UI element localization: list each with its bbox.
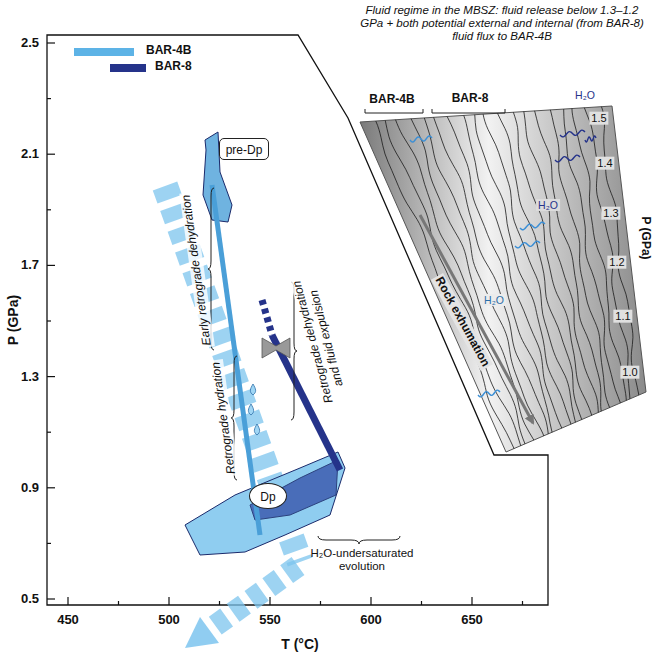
stage-label: H₂O-undersaturated evolution [299, 547, 425, 573]
foliation-line [472, 99, 576, 440]
foliation-line [545, 95, 617, 422]
y-tick [47, 543, 51, 544]
foliation-line [508, 97, 595, 431]
axis-title: P (GPa) [638, 214, 652, 261]
x-tick [219, 601, 220, 605]
foliation-line [366, 105, 523, 466]
droplet [254, 424, 259, 435]
pressure-tick: 1.2 [607, 256, 626, 269]
dp-field-bar8 [250, 460, 338, 520]
foliation-line [390, 103, 532, 459]
axis-tick-label: 650 [459, 613, 485, 628]
band-arrowhead [185, 617, 219, 648]
x-tick [320, 601, 321, 605]
x-tick [522, 601, 523, 605]
fluid-label: H₂O [573, 89, 597, 101]
y-tick [47, 320, 51, 321]
fluid-squiggle [560, 130, 585, 137]
legend-swatch [74, 48, 134, 56]
x-tick [370, 597, 371, 605]
y-tick [47, 98, 51, 99]
foliation-line [429, 101, 550, 449]
pressure-tick: 1.3 [601, 207, 620, 220]
bar8-path-start [262, 300, 272, 335]
axis-tick-label: 1.3 [19, 369, 41, 384]
y-tick [47, 265, 55, 266]
foliation-line [581, 93, 631, 412]
fluid-squiggle [515, 241, 540, 248]
stage-label: Dp [260, 490, 275, 504]
foliation-line [530, 96, 605, 425]
brace [318, 536, 400, 544]
foliation-line [572, 94, 626, 416]
stage-box: pre-Dp [219, 138, 270, 160]
figure-note: Fluid regime in the MBSZ: fluid release … [356, 4, 648, 44]
axis-title: T (°C) [279, 636, 320, 652]
axis-tick-label: 0.5 [19, 592, 41, 607]
foliation-line [456, 100, 571, 444]
y-tick [47, 42, 55, 43]
sample-label: BAR-8 [450, 92, 491, 106]
foliation-line [596, 92, 642, 409]
fluid-droplets [248, 384, 259, 435]
foliation-line [380, 104, 527, 462]
x-tick [168, 597, 169, 605]
axis-tick-label: 550 [257, 613, 283, 628]
legend-label: BAR-8 [155, 60, 192, 74]
pressure-tick: 1.4 [595, 157, 614, 170]
braces [208, 188, 400, 544]
sample-bracket [365, 109, 505, 113]
fluid-squiggle [585, 136, 596, 142]
pressure-tick: 1.1 [613, 310, 632, 323]
fluid-squiggle [520, 222, 545, 230]
y-tick [47, 432, 51, 433]
fluid-squiggle [478, 390, 500, 397]
foliation-line [404, 103, 541, 456]
y-tick [47, 598, 55, 599]
foliation-line [521, 97, 600, 429]
x-tick [421, 601, 422, 605]
rock-block [360, 106, 646, 452]
axis-tick-label: 1.7 [19, 258, 41, 273]
x-tick [269, 597, 270, 605]
bowtie-symbol [262, 338, 290, 358]
legend-swatch [110, 64, 146, 72]
pressure-tick: 1.0 [620, 366, 639, 379]
droplet [248, 404, 253, 415]
axis-tick-label: 450 [55, 613, 81, 628]
y-tick [47, 209, 51, 210]
axis-tick-label: 600 [358, 613, 384, 628]
foliation-line [492, 98, 586, 434]
x-tick [118, 601, 119, 605]
y-tick [47, 487, 55, 488]
legend-label: BAR-4B [146, 44, 191, 58]
droplet [250, 384, 255, 395]
axis-tick-label: 500 [156, 613, 182, 628]
fluid-squiggles [410, 130, 596, 397]
fluid-label: H₂O [482, 294, 506, 306]
axis-tick-label: 0.9 [19, 480, 41, 495]
stage-label: pre-Dp [226, 143, 263, 157]
band-arrow-shaft [212, 566, 298, 628]
fluid-squiggle [555, 155, 580, 162]
x-tick [67, 597, 68, 605]
y-tick [47, 376, 55, 377]
sample-label: BAR-4B [367, 93, 416, 107]
fluid-label: H₂O [536, 199, 560, 211]
pressure-tick: 1.5 [589, 112, 608, 125]
foliation-line [482, 99, 578, 438]
y-tick [47, 154, 55, 155]
foliation-lines [366, 92, 642, 465]
axis-tick-label: 2.1 [19, 147, 41, 162]
stage-ellipse: Dp [249, 483, 286, 509]
axis-tick-label: 2.5 [19, 36, 41, 51]
x-tick [471, 597, 472, 605]
axis-title: P (GPa) [5, 293, 21, 347]
fluid-squiggle [410, 136, 432, 142]
